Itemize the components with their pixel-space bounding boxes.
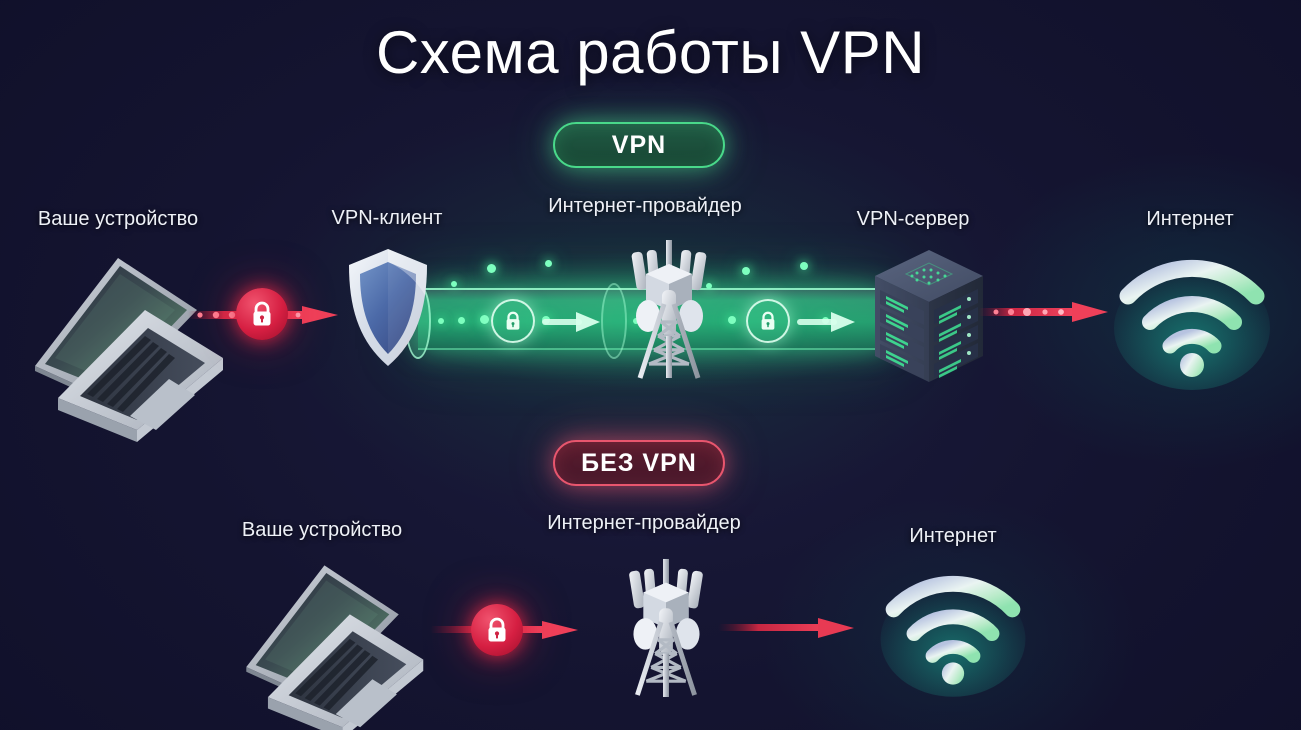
label-device-vpn: Ваше устройство — [37, 208, 199, 230]
lock-icon-row2 — [471, 604, 523, 656]
tunnel-arrow-2 — [797, 310, 855, 334]
spark — [487, 264, 496, 273]
wifi-icon-row2 — [880, 568, 1026, 697]
tunnel-dot — [458, 317, 465, 324]
tunnel-lock-icon-1 — [491, 299, 535, 343]
tunnel-cap-mid — [601, 283, 627, 359]
lock-icon-row1 — [236, 288, 288, 340]
label-device-novpn: Ваше устройство — [241, 519, 403, 541]
laptop-icon-row2 — [236, 556, 426, 730]
label-internet-vpn: Интернет — [1146, 208, 1234, 230]
wifi-icon-row1 — [1114, 252, 1270, 390]
tunnel-arrow-1 — [542, 310, 600, 334]
spark — [706, 283, 712, 289]
cell-tower-icon-row2 — [596, 552, 736, 702]
label-vpn-server: VPN-сервер — [856, 208, 970, 230]
tunnel-dot — [633, 318, 639, 324]
red-arrow-row2-right — [718, 617, 854, 639]
label-isp-vpn: Интернет-провайдер — [548, 195, 742, 217]
spark — [742, 267, 750, 275]
laptop-icon — [25, 248, 225, 442]
badge-no-vpn-label: БЕЗ VPN — [581, 448, 697, 477]
label-vpn-client: VPN-клиент — [331, 207, 443, 229]
page-title: Схема работы VPN — [375, 19, 926, 86]
badge-vpn: VPN — [553, 122, 725, 168]
badge-no-vpn: БЕЗ VPN — [553, 440, 725, 486]
red-dashed-arrow-right — [978, 300, 1108, 324]
server-rack-icon — [868, 246, 990, 388]
badge-vpn-label: VPN — [611, 130, 667, 159]
spark — [451, 281, 457, 287]
tunnel-dot — [728, 316, 736, 324]
tunnel-dot — [438, 318, 444, 324]
tunnel-dot — [480, 315, 489, 324]
spark — [800, 262, 808, 270]
label-isp-novpn: Интернет-провайдер — [547, 512, 741, 534]
tunnel-lock-icon-2 — [746, 299, 790, 343]
shield-icon — [344, 246, 432, 372]
spark — [545, 260, 552, 267]
label-internet-novpn: Интернет — [909, 525, 997, 547]
cell-tower-icon-row1 — [598, 238, 740, 380]
